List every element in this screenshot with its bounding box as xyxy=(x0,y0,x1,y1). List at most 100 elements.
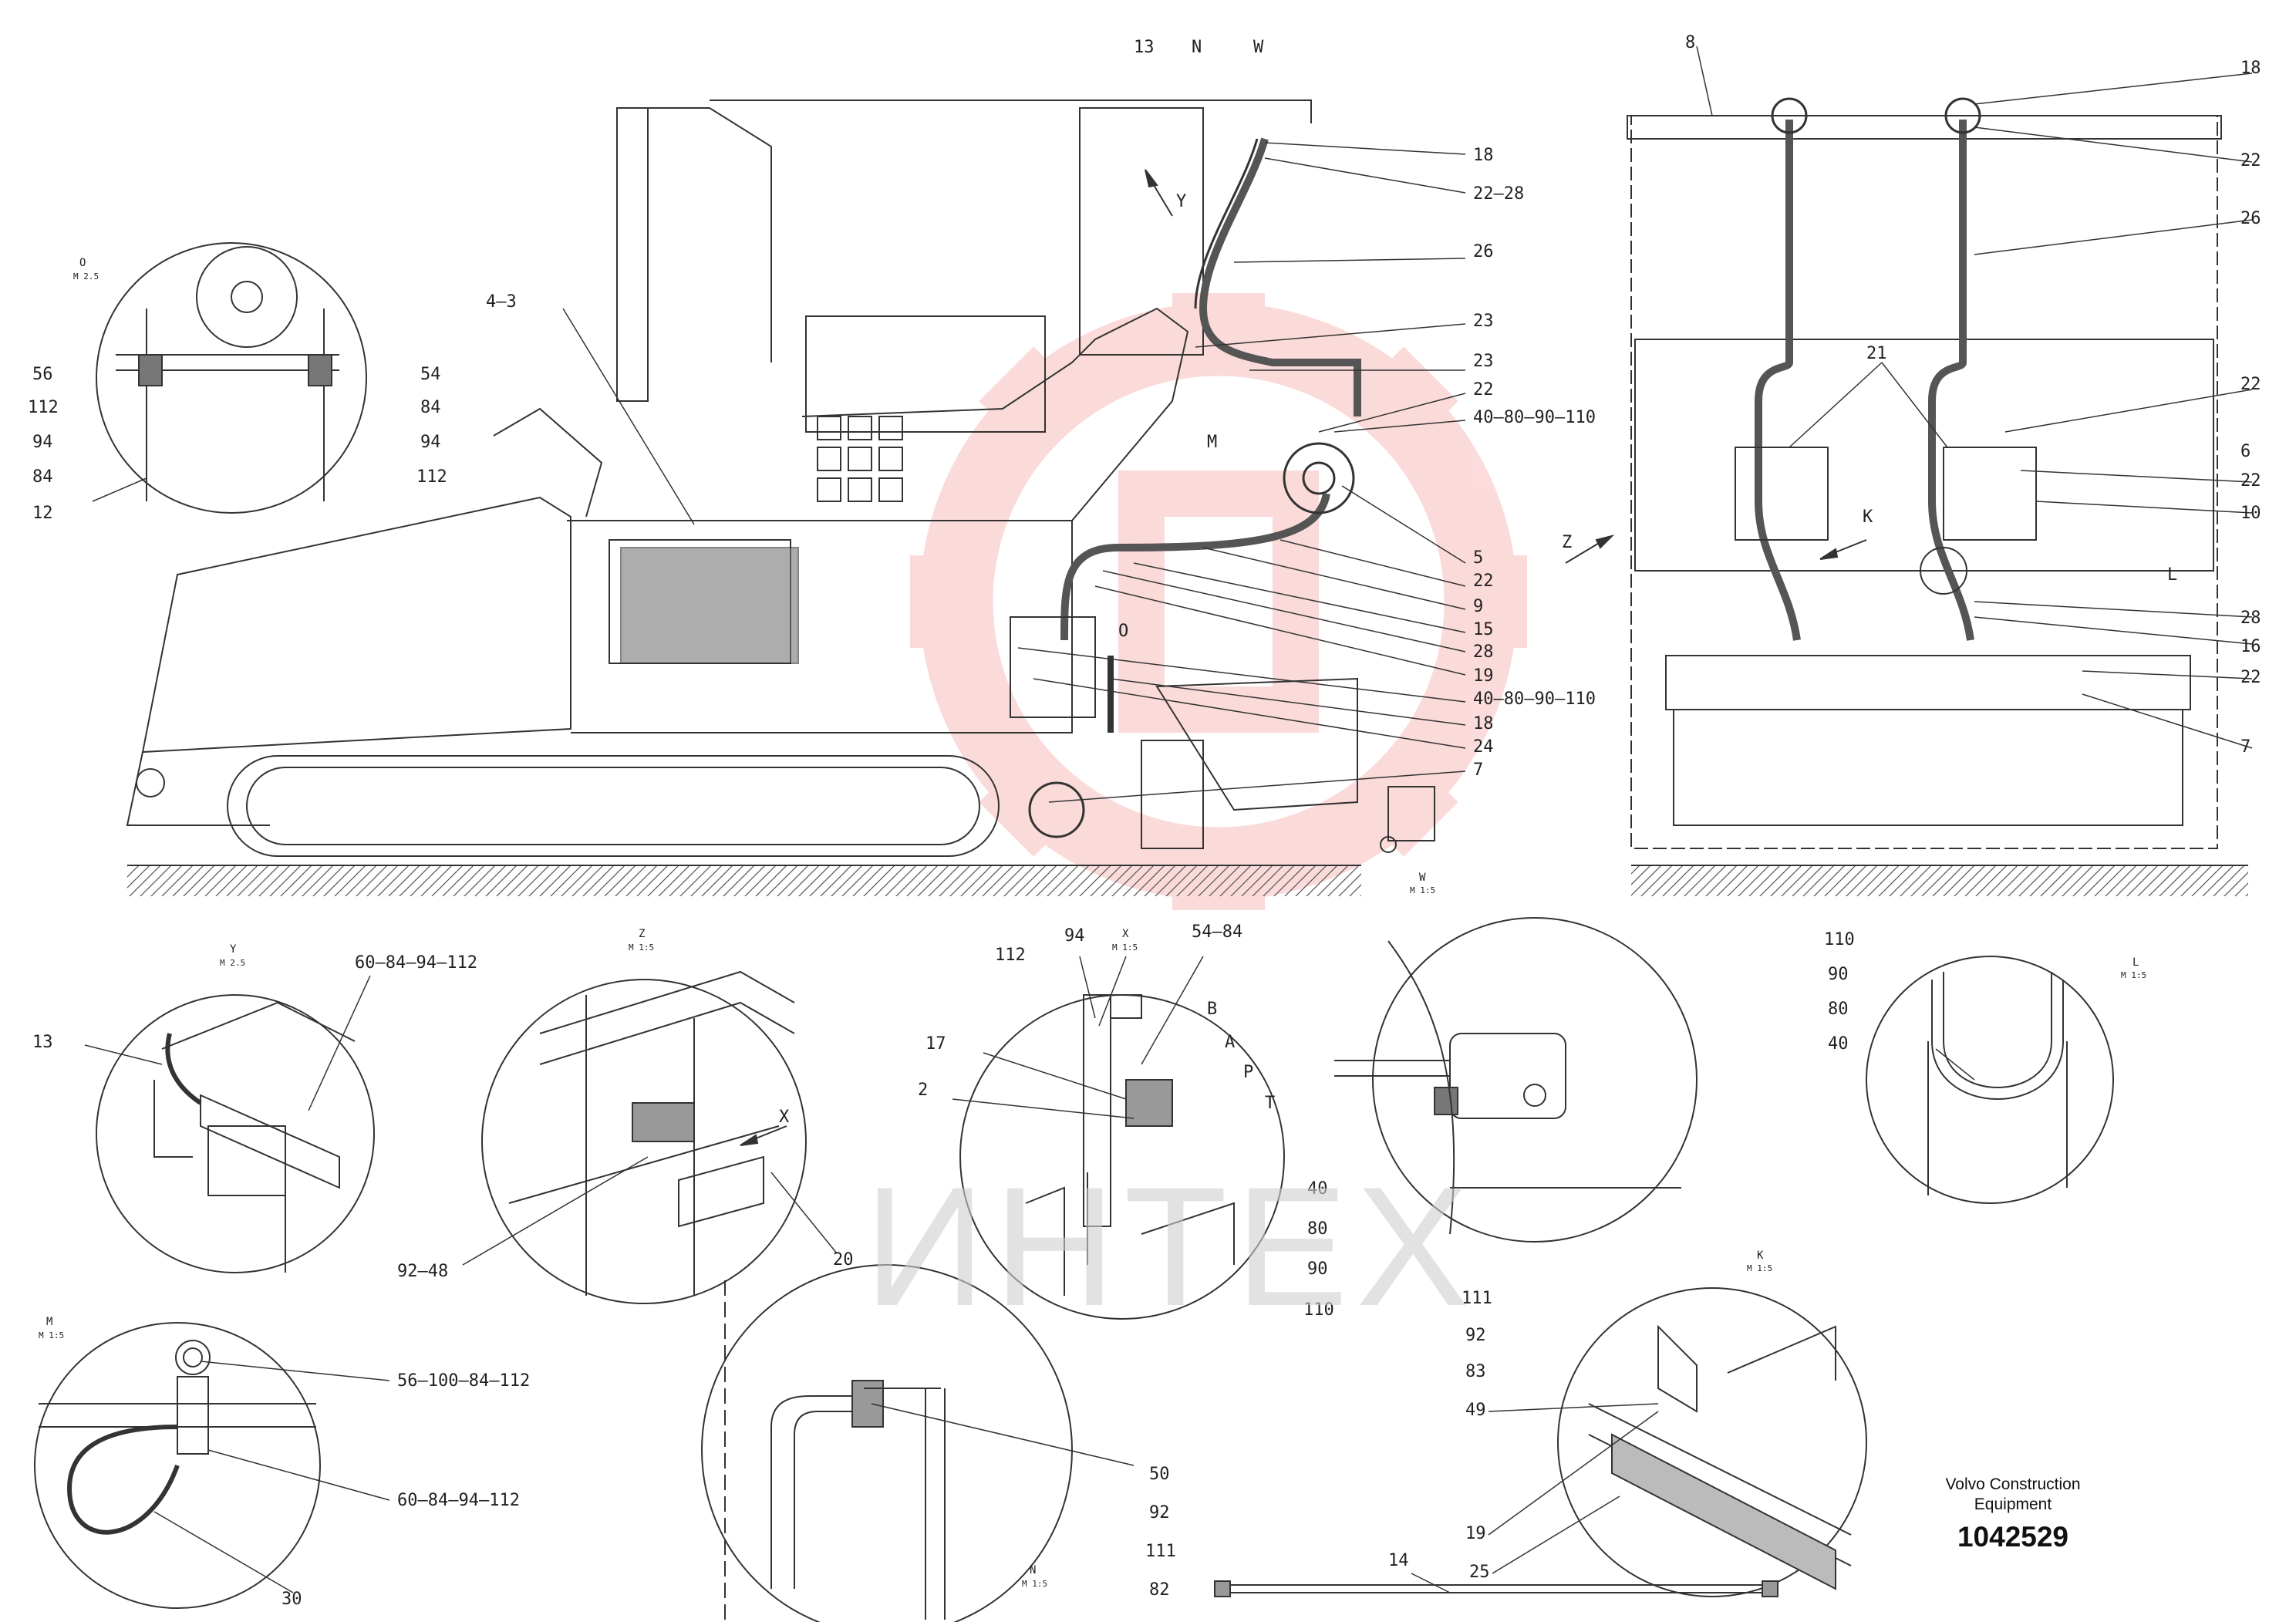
callout: 13 xyxy=(32,1033,53,1052)
view-label: W xyxy=(1419,872,1426,884)
callout: 26 xyxy=(1473,242,1494,261)
view-label: K xyxy=(1757,1249,1764,1262)
view-label: Z xyxy=(639,928,645,940)
callout: A xyxy=(1225,1033,1235,1052)
callout: 7 xyxy=(1473,760,1483,780)
view-label: M xyxy=(46,1316,52,1328)
callout: 18 xyxy=(2240,59,2261,78)
detail-M-circle xyxy=(34,1322,321,1609)
callout: 54—84 xyxy=(1192,922,1242,942)
callout: Y xyxy=(1176,192,1186,211)
callout: 22 xyxy=(2240,471,2261,491)
callout: 10 xyxy=(2240,504,2261,523)
callout: 40 xyxy=(1828,1034,1849,1054)
callout: 19 xyxy=(1465,1524,1486,1543)
callout: 18 xyxy=(1473,714,1494,733)
callout: 40—80—90—110 xyxy=(1473,690,1596,709)
detail-circles xyxy=(34,242,2114,1622)
callout: 112 xyxy=(28,398,59,417)
callout: 112 xyxy=(995,946,1026,965)
callout: 84 xyxy=(32,467,53,487)
detail-center-circle xyxy=(1372,917,1698,1243)
callout: 110 xyxy=(1303,1300,1334,1320)
callout: 90 xyxy=(1307,1259,1328,1279)
callout: 4—3 xyxy=(486,292,517,312)
callout: 30 xyxy=(282,1590,302,1609)
view-scale: M 1:5 xyxy=(629,943,654,953)
ground-hatch xyxy=(127,865,1361,896)
callout: 92—48 xyxy=(397,1262,448,1281)
callout: Z xyxy=(1562,533,1572,552)
callout: B xyxy=(1207,1000,1217,1019)
callout: 54 xyxy=(420,365,441,384)
callout: 22 xyxy=(1473,572,1494,591)
callout: 9 xyxy=(1473,597,1483,616)
callout: 12 xyxy=(32,504,53,523)
detail-Z-circle xyxy=(481,979,807,1304)
callout: 6 xyxy=(2240,442,2250,461)
callout: 28 xyxy=(2240,609,2261,628)
callout: 2 xyxy=(918,1081,928,1100)
main-side-view xyxy=(126,99,1435,896)
callout: 40—80—90—110 xyxy=(1473,408,1596,427)
callout: 111 xyxy=(1145,1542,1176,1561)
callout: K xyxy=(1863,508,1873,527)
callout: 24 xyxy=(1473,737,1494,757)
callout: 50 xyxy=(1149,1465,1170,1484)
callout: 92 xyxy=(1465,1326,1486,1345)
callout: 16 xyxy=(2240,637,2261,656)
callout: 14 xyxy=(1388,1551,1409,1570)
callout: 111 xyxy=(1462,1289,1492,1308)
view-label: N xyxy=(1030,1564,1036,1576)
callout: 8 xyxy=(1685,33,1695,52)
callout: W xyxy=(1253,38,1264,57)
callout: 94 xyxy=(1064,926,1085,946)
callout: 17 xyxy=(925,1034,946,1054)
view-label: X xyxy=(1122,928,1129,940)
company-name-line2: Equipment xyxy=(1974,1496,2052,1513)
callout: P xyxy=(1243,1063,1253,1082)
callout-labels: 13 N W 18 22—28 26 4—3 23 23 22 40—80—90… xyxy=(28,33,2261,1609)
view-arrows xyxy=(740,169,1867,1146)
callout: 82 xyxy=(1149,1580,1170,1600)
view-scale: M 1:5 xyxy=(2121,970,2146,980)
view-scale: M 1:5 xyxy=(1112,943,1138,953)
detail-Y-circle xyxy=(96,994,375,1273)
callout: 23 xyxy=(1473,312,1494,331)
callout: 21 xyxy=(1866,344,1887,363)
callout: 56—100—84—112 xyxy=(397,1371,530,1391)
leader-lines xyxy=(84,46,2253,1593)
callout: 94 xyxy=(420,433,441,452)
title-block: Volvo Construction Equipment 1042529 xyxy=(1890,1475,2136,1553)
watermark-text: ИНТЕХ xyxy=(864,1152,1477,1341)
callout: 18 xyxy=(1473,146,1494,165)
drawing-number: 1042529 xyxy=(1957,1521,2069,1553)
callout: 26 xyxy=(2240,209,2261,228)
view-scale: M 2.5 xyxy=(73,271,99,282)
callout: 22—28 xyxy=(1473,184,1524,204)
callout: 92 xyxy=(1149,1503,1170,1523)
callout: 112 xyxy=(416,467,447,487)
callout: 22 xyxy=(2240,668,2261,687)
callout: 20 xyxy=(833,1250,854,1270)
callout: 28 xyxy=(1473,642,1494,662)
callout: 22 xyxy=(1473,380,1494,400)
view-label: Y xyxy=(230,943,237,956)
view-label: L xyxy=(2132,956,2139,969)
callout: 94 xyxy=(32,433,53,452)
callout: 80 xyxy=(1307,1219,1328,1239)
view-scale: M 1:5 xyxy=(1747,1263,1772,1273)
view-scale: M 1:5 xyxy=(1410,885,1435,895)
ground-hatch-rear xyxy=(1631,865,2248,896)
callout: 40 xyxy=(1307,1179,1328,1199)
callout: 15 xyxy=(1473,620,1494,639)
callout: 19 xyxy=(1473,666,1494,686)
detail-L-circle xyxy=(1866,956,2114,1204)
detail-N-circle xyxy=(701,1264,1073,1622)
callout: 7 xyxy=(2240,737,2250,757)
view-scale: M 1:5 xyxy=(1022,1579,1047,1589)
callout: 60—84—94—112 xyxy=(397,1491,520,1510)
callout: 83 xyxy=(1465,1362,1486,1381)
callout: 22 xyxy=(2240,375,2261,394)
